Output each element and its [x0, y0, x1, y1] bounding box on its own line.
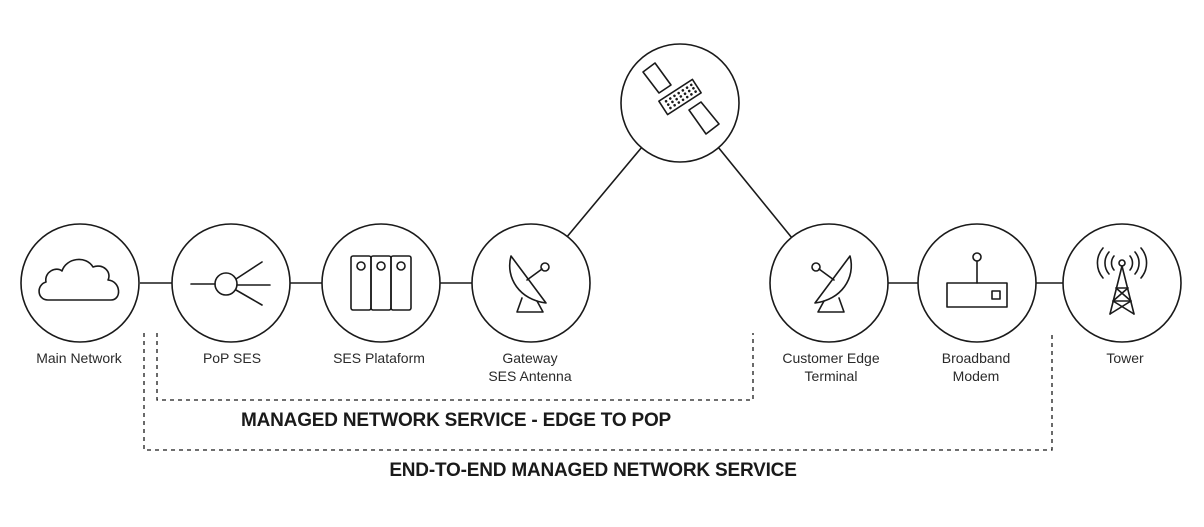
- node-tower: [1062, 223, 1182, 343]
- radio-tower-icon: [1096, 247, 1148, 315]
- node-customer-edge: [769, 223, 889, 343]
- link-satellite-customer: [717, 146, 793, 239]
- end-to-end-label: END-TO-END MANAGED NETWORK SERVICE: [389, 460, 796, 481]
- end-to-end-bracket: [143, 333, 1053, 451]
- tower-circle: [1062, 223, 1182, 343]
- ses-plataform-circle: [321, 223, 441, 343]
- tower-label: Tower: [1106, 350, 1144, 366]
- satellite-dish-icon: [508, 255, 550, 313]
- pop-ses-circle: [171, 223, 291, 343]
- node-broadband-modem: [917, 223, 1037, 343]
- link-gateway-satellite: [565, 146, 643, 239]
- node-satellite: [620, 43, 740, 163]
- node-main-network: [20, 223, 140, 343]
- service-brackets: [143, 333, 1053, 451]
- broadband-modem-label-line1: Broadband: [942, 350, 1011, 366]
- edge-to-pop-label: MANAGED NETWORK SERVICE - EDGE TO POP: [241, 410, 672, 431]
- bracket-labels: MANAGED NETWORK SERVICE - EDGE TO POP EN…: [241, 410, 797, 481]
- main-network-circle: [20, 223, 140, 343]
- cloud-icon: [38, 258, 120, 301]
- modem-icon: [946, 252, 1008, 308]
- connection-lines: [140, 146, 1064, 284]
- edge-to-pop-bracket: [156, 333, 754, 401]
- node-ses-plataform: [321, 223, 441, 343]
- main-network-label: Main Network: [36, 350, 123, 366]
- pop-ses-label: PoP SES: [203, 350, 261, 366]
- satellite-icon: [642, 62, 720, 135]
- network-hub-icon: [190, 261, 271, 306]
- node-labels: Main Network PoP SES SES Plataform Gatew…: [36, 350, 1144, 384]
- satellite-dish-icon: [811, 255, 853, 313]
- node-gateway: [471, 223, 591, 343]
- ses-plataform-label: SES Plataform: [333, 350, 425, 366]
- node-pop-ses: [171, 223, 291, 343]
- customer-edge-label-line2: Terminal: [805, 368, 858, 384]
- broadband-modem-label-line2: Modem: [953, 368, 1000, 384]
- gateway-label-line1: Gateway: [502, 350, 557, 366]
- customer-edge-label-line1: Customer Edge: [782, 350, 879, 366]
- gateway-label-line2: SES Antenna: [488, 368, 572, 384]
- server-rack-icon: [350, 255, 412, 311]
